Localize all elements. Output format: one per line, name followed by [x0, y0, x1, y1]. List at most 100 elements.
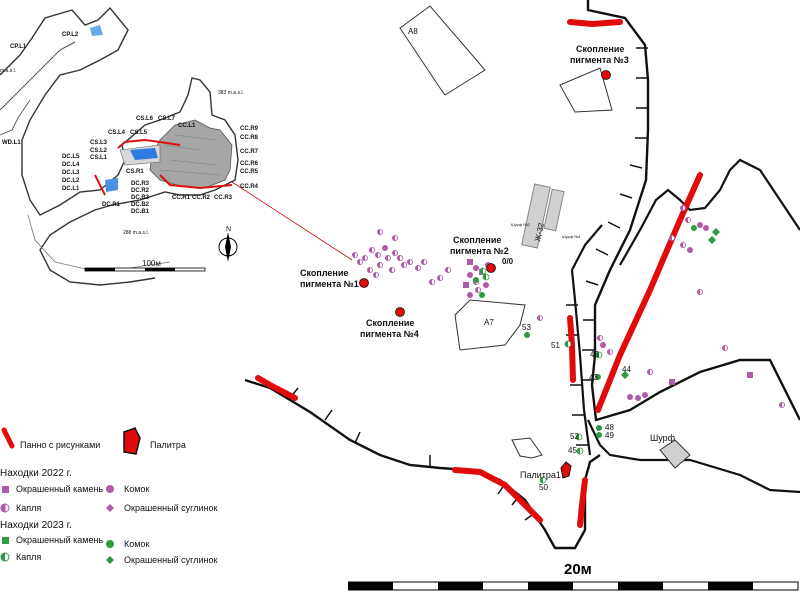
find-2023-lump	[596, 432, 602, 438]
find-2022-drop	[680, 204, 687, 211]
block-a8	[399, 5, 486, 96]
legend-2023-lump	[106, 540, 114, 548]
find-2022-lump	[473, 265, 479, 271]
inset-point-label: CS.L5	[130, 130, 148, 136]
legend-palitra-symbol	[123, 427, 141, 455]
inset-point-label: CS.L3	[90, 140, 108, 146]
cluster-3-dot	[601, 70, 611, 80]
inset-point-label: CS.L7	[158, 116, 176, 122]
legend-2023-loam	[106, 556, 114, 564]
inset-red-route	[94, 138, 233, 196]
find-2023-lump	[595, 374, 601, 380]
find-2022-stone	[747, 372, 753, 378]
legend-2023-drop	[0, 552, 10, 562]
inset-point-label: DC.L2	[62, 178, 80, 184]
zero-mark: 0/0	[502, 257, 514, 266]
find-2022-lump	[382, 245, 388, 251]
elev-top: 383 m.a.s.l.	[218, 90, 244, 96]
find-2023-lump	[691, 225, 697, 231]
find-2023-lump	[479, 292, 485, 298]
find-2022-lump	[483, 282, 489, 288]
find-2022-drop	[428, 278, 435, 285]
inset-point-label: DC.R1	[102, 202, 121, 208]
cluster-4-label-2: пигмента №4	[360, 329, 419, 339]
find-2023-loam	[708, 236, 716, 244]
find-2022-drop	[722, 344, 729, 351]
north-label: N	[226, 226, 231, 233]
find-2022-lump	[600, 342, 606, 348]
inset-point-label: CS.L6	[136, 116, 154, 122]
inset-point-label: CS.R1	[126, 169, 144, 175]
inset-point-label: CC.R7	[240, 149, 259, 155]
legend-2023-stone	[2, 537, 9, 544]
legend-2022-drop-label: Капля	[16, 503, 42, 513]
find-2022-drop	[444, 266, 451, 273]
inset-point-label: CC.R9	[240, 126, 259, 132]
legend-panno-label: Панно с рисунками	[20, 440, 101, 450]
legend-2022-stone	[2, 486, 9, 493]
find-2022-drop	[351, 251, 358, 258]
cluster-4-dot	[395, 307, 405, 317]
right-cave-wall	[586, 0, 800, 422]
main-scale-bar	[348, 581, 799, 591]
inset-point-label: CS.L4	[108, 130, 126, 136]
legend-2023-stone-label: Окрашенный камень	[16, 535, 104, 545]
label-zh32: Ж-32	[533, 221, 546, 242]
inset-point-label: CC.R2	[192, 195, 211, 201]
find-2023-lump	[596, 425, 602, 431]
find-2022-drop	[597, 334, 604, 341]
find-2023-drop	[539, 476, 547, 484]
find-2022-drop	[779, 401, 786, 408]
legend-2023-drop-label: Капля	[16, 552, 42, 562]
find-2022-drop	[414, 264, 421, 271]
find-2022-drop	[647, 368, 654, 375]
find-2022-drop	[607, 348, 614, 355]
cluster-1-dot	[359, 278, 369, 288]
inset-point-label: CC.L1	[178, 123, 196, 129]
legend-2022-heading: Находки 2022 г.	[0, 468, 72, 479]
find-2022-stone	[467, 259, 473, 265]
find-2022-lump	[635, 395, 641, 401]
legend-2022-stone-label: Окрашенный камень	[16, 484, 104, 494]
find-2022-lump	[642, 392, 648, 398]
inset-point-label: DC.L4	[62, 162, 80, 168]
inset-point-label: DC.B2	[131, 202, 150, 208]
find-2023-number: 52	[570, 432, 579, 441]
inset-point-label: CP.L2	[62, 32, 79, 38]
palitra-shape	[560, 461, 572, 479]
find-2022-drop	[396, 254, 403, 261]
find-2023-drop	[479, 267, 487, 275]
cluster-2-label-1: Скопление	[453, 235, 501, 245]
find-2022-lump	[467, 272, 473, 278]
inset-point-label: CC.R6	[240, 161, 259, 167]
inset-point-label: DC.L5	[62, 154, 80, 160]
find-2022-drop	[420, 258, 427, 265]
elev-left: m.a.s.l.	[0, 68, 16, 74]
find-2022-drop	[388, 266, 395, 273]
legend: Панно с рисунками Палитра Находки 2022 г…	[0, 420, 330, 590]
find-2022-drop	[669, 234, 676, 241]
find-2022-stone	[463, 282, 469, 288]
find-2022-drop	[391, 234, 398, 241]
find-2023-number: 50	[539, 483, 548, 492]
inset-point-label: CC.R1	[172, 195, 191, 201]
label-a8: A8	[408, 27, 418, 36]
find-2022-drop	[372, 271, 379, 278]
legend-2023-lump-label: Комок	[124, 539, 150, 549]
label-shurf: Шурф	[650, 433, 676, 443]
inset-point-label: DC.L3	[62, 170, 80, 176]
cluster-2-label-2: пигмента №2	[450, 246, 509, 256]
inset-point-label: DC.B1	[131, 209, 150, 215]
find-2023-lump	[473, 277, 479, 283]
inset-point-label: DC.R3	[131, 181, 150, 187]
cluster-4-label-1: Скопление	[366, 318, 414, 328]
elev-bottom: 288 m.a.s.l.	[123, 230, 149, 236]
find-2022-drop	[685, 216, 692, 223]
find-2023-drop	[564, 340, 572, 348]
legend-2022-drop	[0, 503, 10, 513]
legend-2022-lump	[106, 485, 114, 493]
find-2022-drop	[436, 274, 443, 281]
north-arrow: N	[218, 226, 238, 262]
inset-scale-bar: 100м	[84, 259, 206, 272]
